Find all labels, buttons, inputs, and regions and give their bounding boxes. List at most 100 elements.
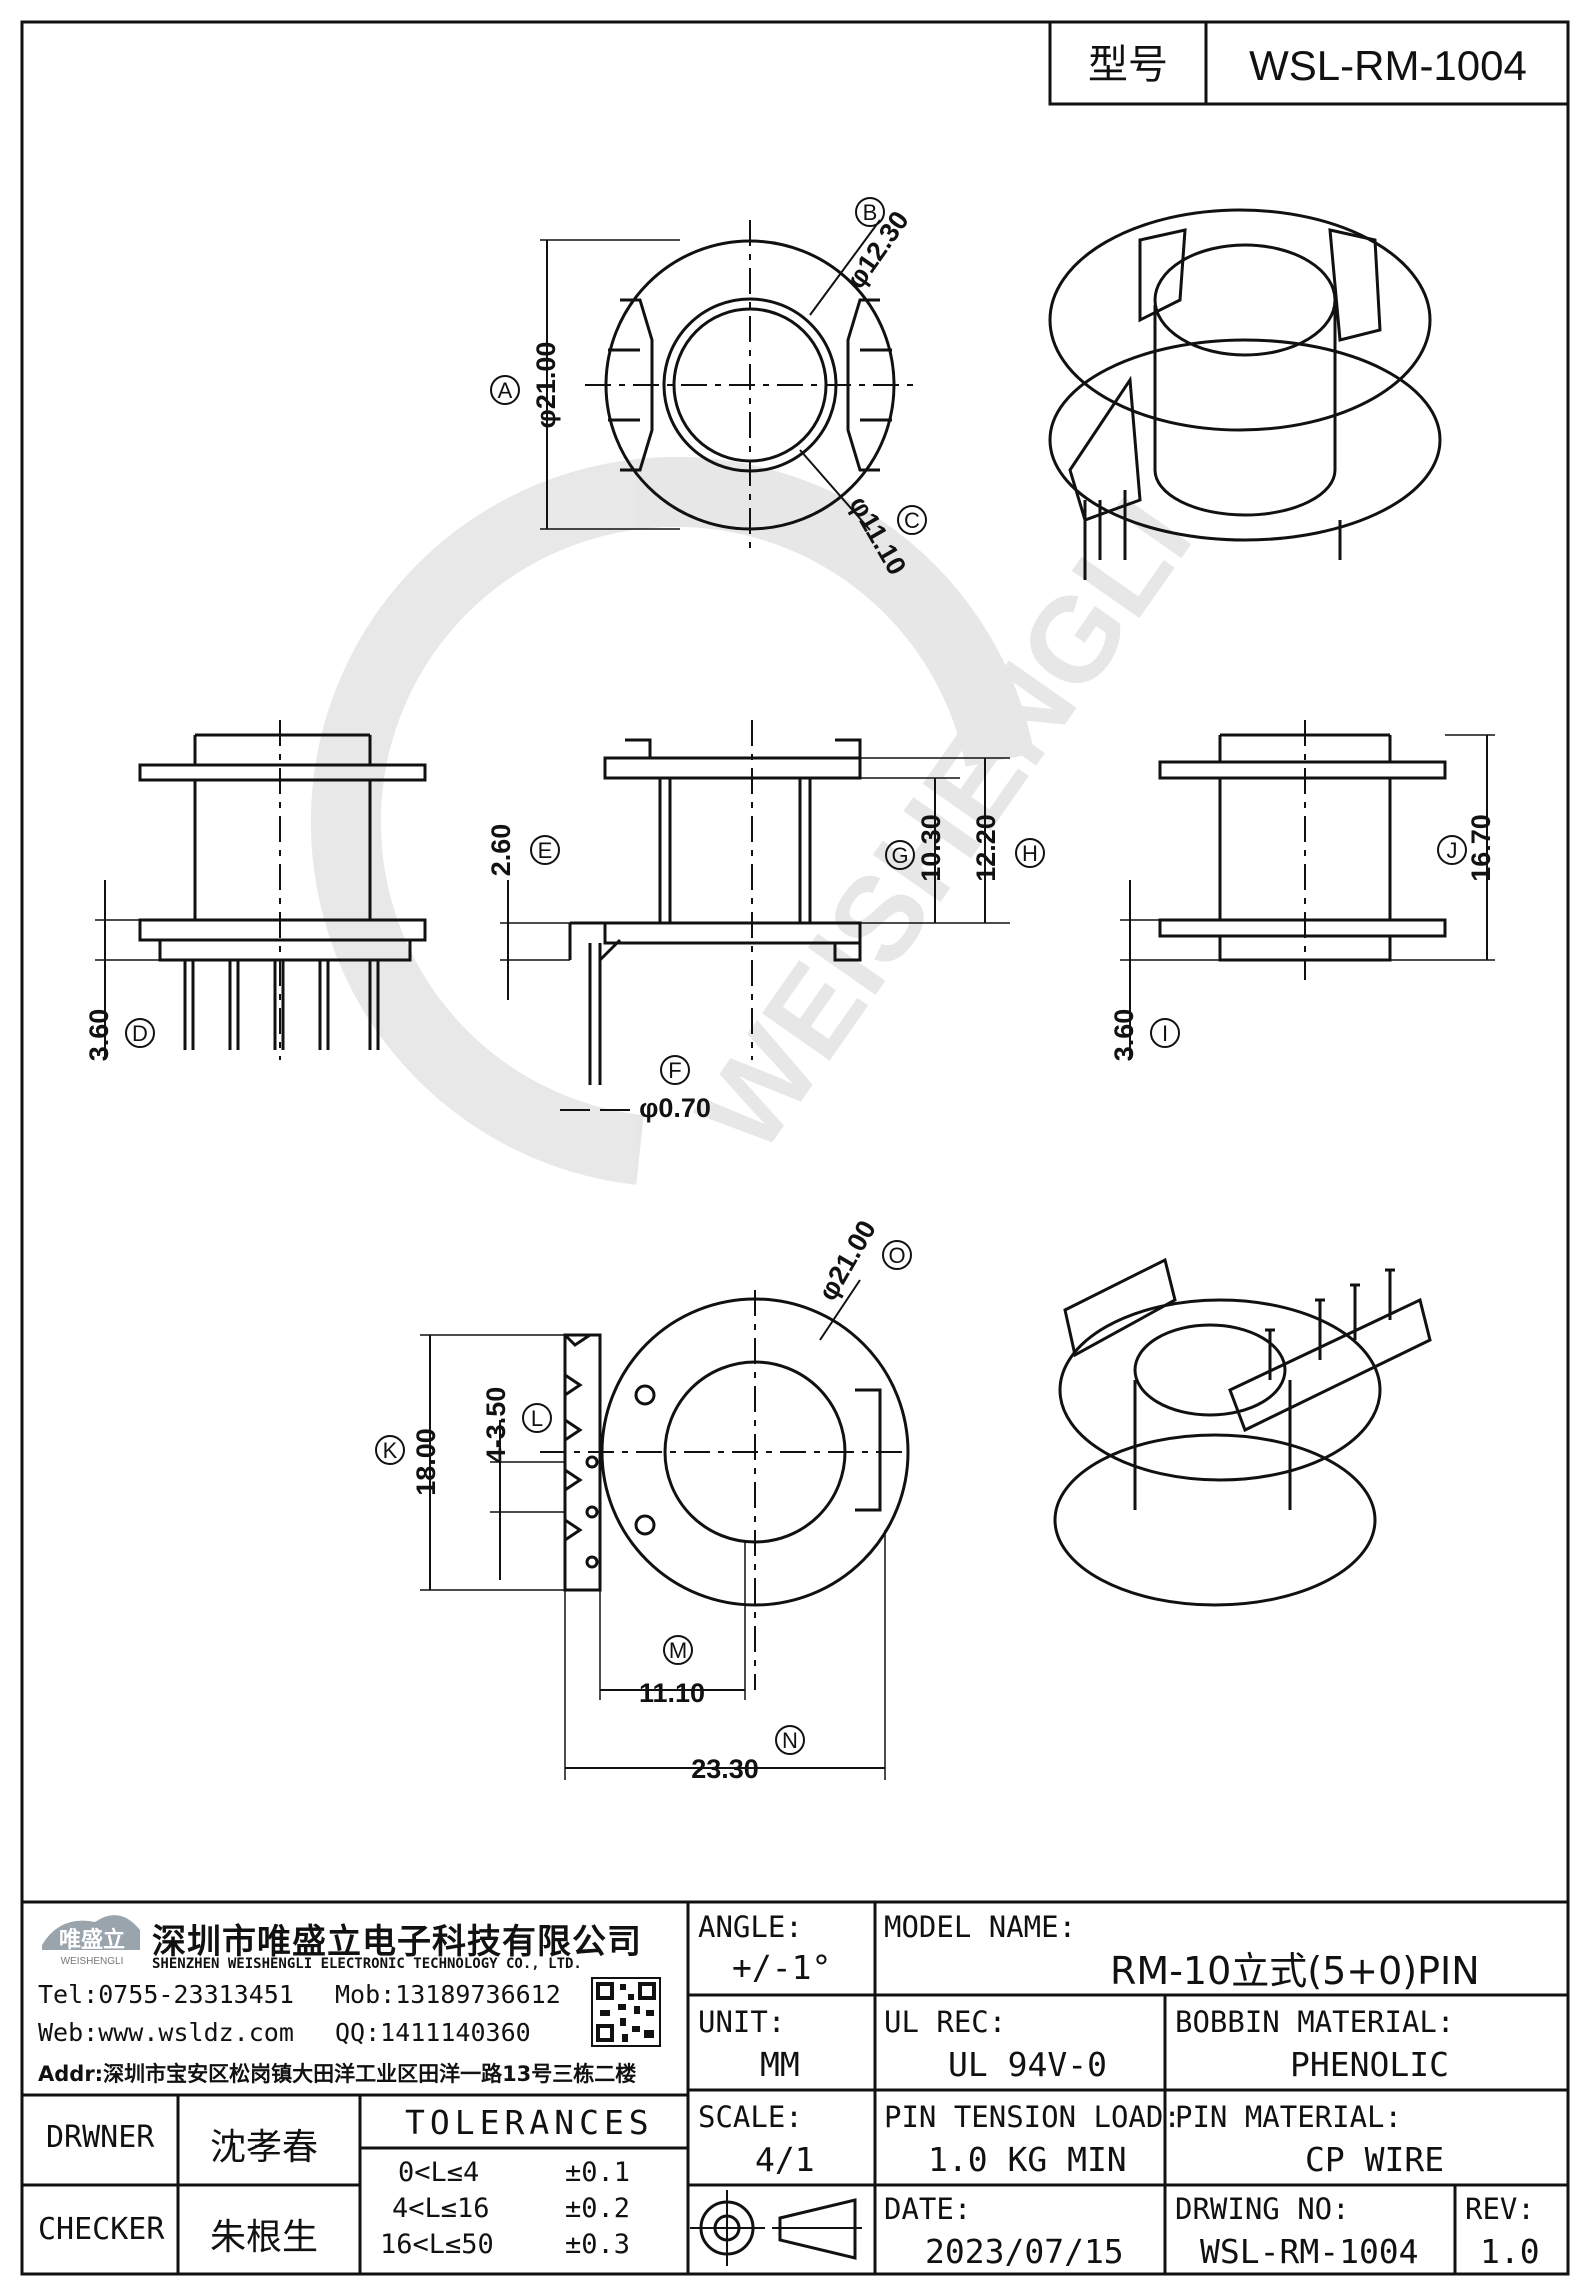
- model-code: WSL-RM-1004: [1249, 42, 1527, 89]
- circle-label-F: F: [668, 1058, 681, 1083]
- unit-value: MM: [760, 2045, 800, 2084]
- dim-I: I 3.60: [1109, 1009, 1180, 1062]
- outer-frame: [20, 20, 1570, 2276]
- company-logo: 唯盛立 WEISHENGLI: [42, 1915, 140, 1967]
- tolerance-value-2: ±0.2: [565, 2193, 631, 2224]
- date-label: DATE:: [884, 2192, 972, 2226]
- company-name-cn: 深圳市唯盛立电子科技有限公司: [152, 1922, 642, 1962]
- dim-value-N: 23.30: [691, 1754, 759, 1784]
- drawer-label: DRWNER: [46, 2120, 155, 2155]
- bobbin-material-value: PHENOLIC: [1290, 2045, 1449, 2084]
- tolerance-range-3: 16<L≤50: [380, 2229, 494, 2260]
- dim-A: A φ21.00: [490, 342, 561, 429]
- ul-rec-value: UL 94V-0: [948, 2045, 1107, 2084]
- bottom-view: [420, 1279, 910, 1780]
- projection-symbol-icon: [690, 2190, 862, 2266]
- model-label: 型号: [1088, 43, 1168, 87]
- circle-label-D: D: [132, 1021, 148, 1046]
- circle-label-J: J: [1447, 838, 1458, 863]
- title-block-grid: [22, 1900, 1568, 2274]
- dim-B: B φ12.30: [840, 197, 915, 294]
- dim-value-A: φ21.00: [531, 342, 561, 429]
- front-view-middle: [500, 720, 1010, 1111]
- front-view-right: [1120, 720, 1495, 1060]
- isometric-view-bottom: [1053, 1257, 1432, 1607]
- circle-label-O: O: [888, 1243, 905, 1268]
- tolerance-range-2: 4<L≤16: [392, 2193, 490, 2224]
- dim-value-M: 11.10: [639, 1678, 705, 1708]
- dim-K: K 18.00: [375, 1428, 441, 1496]
- dim-D: D 3.60: [84, 1009, 155, 1062]
- scale-label: SCALE:: [698, 2100, 803, 2134]
- circle-label-I: I: [1162, 1021, 1168, 1046]
- circle-label-A: A: [498, 378, 513, 403]
- ul-rec-label: UL REC:: [884, 2005, 1007, 2039]
- watermark: WEISHENGLI: [310, 457, 1217, 1185]
- circle-label-N: N: [782, 1728, 798, 1753]
- company-address: Addr:深圳市宝安区松岗镇大田洋工业区田洋一路13号三栋二楼: [38, 2062, 637, 2086]
- unit-label: UNIT:: [698, 2005, 786, 2039]
- bobbin-material-label: BOBBIN MATERIAL:: [1175, 2005, 1455, 2039]
- circle-label-E: E: [538, 838, 553, 863]
- dim-J: J 16.70: [1437, 814, 1496, 882]
- pin-tension-label: PIN TENSION LOAD:: [884, 2100, 1181, 2134]
- dim-H: H 12.20: [971, 814, 1045, 882]
- dim-M: M 11.10: [639, 1635, 705, 1708]
- dim-value-E: 2.60: [486, 824, 516, 877]
- angle-label: ANGLE:: [698, 1910, 803, 1944]
- angle-value: +/-1°: [732, 1948, 832, 1987]
- model-name-value: RM-10立式(5+0)PIN: [1110, 1949, 1480, 1993]
- rev-label: REV:: [1465, 2192, 1535, 2226]
- company-mob: Mob:13189736612: [335, 1980, 561, 2009]
- tolerance-value-3: ±0.3: [565, 2229, 631, 2260]
- top-view: [540, 219, 915, 550]
- date-value: 2023/07/15: [925, 2232, 1124, 2271]
- dim-value-I: 3.60: [1109, 1009, 1139, 1062]
- dim-value-O: φ21.00: [812, 1215, 881, 1305]
- company-tel: Tel:0755-23313451: [38, 1980, 294, 2009]
- dim-O: O φ21.00: [812, 1215, 912, 1306]
- company-name-en: SHENZHEN WEISHENGLI ELECTRONIC TECHNOLOG…: [152, 1956, 582, 1972]
- dim-N: N 23.30: [691, 1725, 805, 1784]
- dim-value-B: φ12.30: [840, 206, 914, 294]
- drawer-value: 沈孝春: [210, 2127, 319, 2168]
- circle-label-M: M: [669, 1638, 687, 1663]
- dim-F: F φ0.70: [639, 1055, 711, 1123]
- rev-value: 1.0: [1480, 2232, 1540, 2271]
- tolerance-range-1: 0<L≤4: [398, 2157, 480, 2188]
- front-view-left: [95, 720, 427, 1060]
- dim-value-G: 10.30: [916, 814, 946, 882]
- qr-code: [591, 1977, 661, 2047]
- checker-value: 朱根生: [210, 2217, 319, 2258]
- tolerances-title: TOLERANCES: [405, 2103, 654, 2142]
- pin-tension-value: 1.0 KG MIN: [928, 2140, 1127, 2179]
- pin-material-label: PIN MATERIAL:: [1175, 2100, 1402, 2134]
- company-web: Web:www.wsldz.com: [38, 2018, 294, 2047]
- model-title-box: 型号 WSL-RM-1004: [1048, 20, 1570, 106]
- dim-L: L 4-3.50: [481, 1387, 552, 1464]
- tolerance-value-1: ±0.1: [565, 2157, 631, 2188]
- dim-G: G 10.30: [885, 814, 946, 882]
- circle-label-K: K: [383, 1438, 398, 1463]
- pin-material-value: CP WIRE: [1305, 2140, 1445, 2179]
- logo-subtext: WEISHENGLI: [61, 1956, 124, 1967]
- dim-value-D: 3.60: [84, 1009, 114, 1062]
- circle-label-G: G: [891, 843, 908, 868]
- drawing-no-label: DRWING NO:: [1175, 2192, 1350, 2226]
- checker-label: CHECKER: [38, 2212, 165, 2247]
- dim-value-F: φ0.70: [639, 1093, 711, 1123]
- scale-value: 4/1: [755, 2140, 815, 2179]
- isometric-view-top: [1048, 208, 1442, 580]
- dim-value-H: 12.20: [971, 814, 1001, 882]
- model-name-label: MODEL NAME:: [884, 1910, 1077, 1944]
- dim-value-J: 16.70: [1466, 814, 1496, 882]
- dim-value-K: 18.00: [411, 1428, 441, 1496]
- dim-value-L: 4-3.50: [481, 1387, 511, 1464]
- circle-label-L: L: [531, 1406, 543, 1431]
- circle-label-C: C: [904, 508, 920, 533]
- logo-text: 唯盛立: [59, 1927, 125, 1952]
- circle-label-B: B: [863, 200, 878, 225]
- dim-E: E 2.60: [486, 824, 560, 877]
- drawing-no-value: WSL-RM-1004: [1200, 2232, 1419, 2271]
